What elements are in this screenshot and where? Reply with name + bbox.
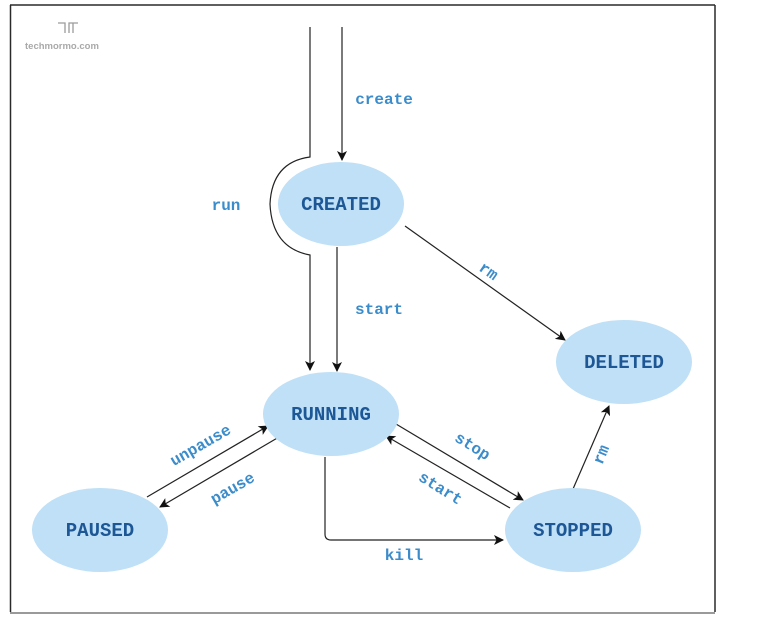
state-deleted-shape[interactable] <box>556 320 692 404</box>
edge-unpause <box>146 425 269 498</box>
edge-stop <box>395 423 524 501</box>
edge-label-stop[interactable]: stop <box>451 429 493 465</box>
edge-kill <box>324 457 504 545</box>
state-paused-label: PAUSED <box>66 520 134 542</box>
edge-rm-created-deleted <box>404 225 566 341</box>
techmormo-logo-icon <box>58 22 78 33</box>
diagram-frame <box>9 4 716 614</box>
edge-label-start-stopped[interactable]: start <box>415 469 465 510</box>
state-created-label: CREATED <box>301 194 381 216</box>
state-running[interactable]: RUNNING <box>263 372 399 456</box>
edge-start-stopped-running <box>385 435 511 509</box>
state-created[interactable]: CREATED <box>278 162 404 246</box>
state-stopped-label: STOPPED <box>533 520 613 542</box>
watermark: techmormo.com <box>25 22 99 52</box>
edge-pause <box>159 436 280 508</box>
edge-label-unpause[interactable]: unpause <box>167 421 234 470</box>
edge-rm-stopped-deleted <box>572 405 611 490</box>
state-deleted[interactable]: DELETED <box>556 320 692 404</box>
state-paused-shape[interactable] <box>32 488 168 572</box>
state-created-shape[interactable] <box>278 162 404 246</box>
edge-label-start-created[interactable]: start <box>355 301 403 319</box>
state-stopped-shape[interactable] <box>505 488 641 572</box>
state-stopped[interactable]: STOPPED <box>505 488 641 572</box>
watermark-text: techmormo.com <box>25 41 99 52</box>
states: CREATED DELETED RUNNING PAUSED STOPPED <box>32 162 692 572</box>
transitions: create run start rm unpause pause stop s… <box>146 27 614 565</box>
state-running-shape[interactable] <box>263 372 399 456</box>
state-paused[interactable]: PAUSED <box>32 488 168 572</box>
edge-label-create[interactable]: create <box>355 91 413 109</box>
edge-label-kill[interactable]: kill <box>385 547 423 565</box>
state-deleted-label: DELETED <box>584 352 664 374</box>
edge-label-rm-created[interactable]: rm <box>475 259 501 285</box>
edge-label-rm-stopped[interactable]: rm <box>590 442 614 467</box>
state-running-label: RUNNING <box>291 404 371 426</box>
edge-run <box>269 27 315 371</box>
edge-label-run[interactable]: run <box>212 197 241 215</box>
